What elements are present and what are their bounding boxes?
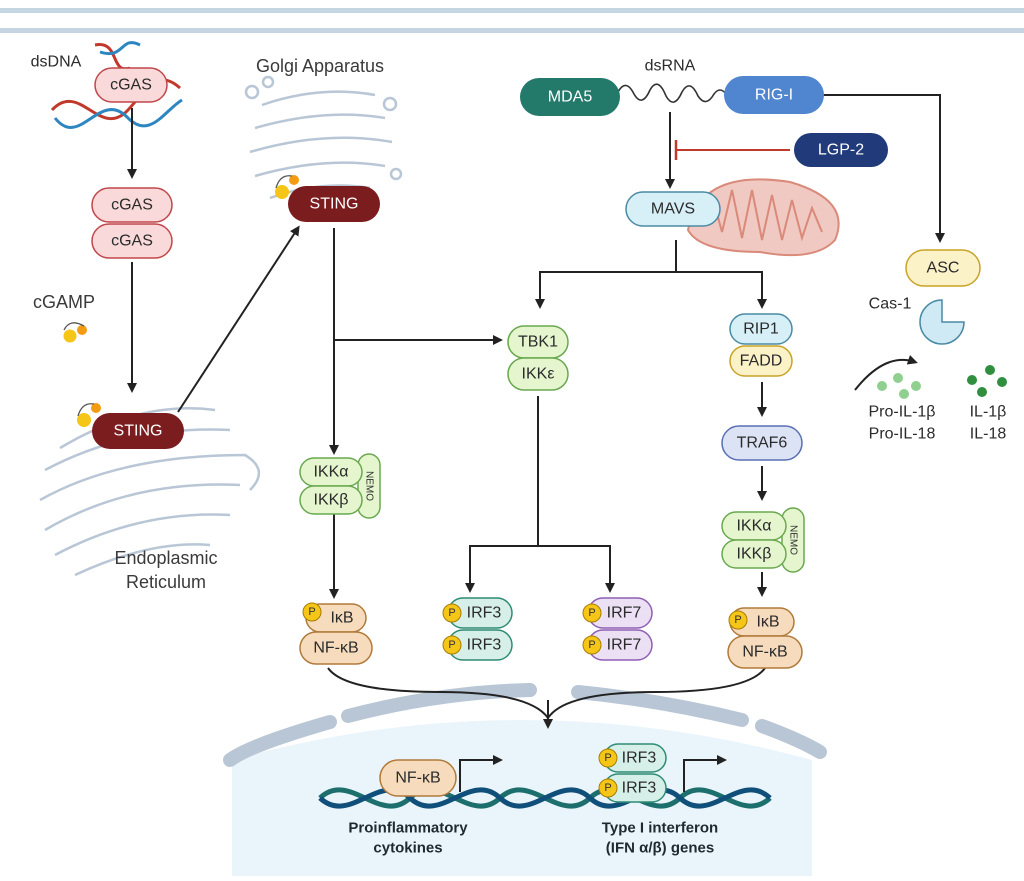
er-label-line2: Reticulum xyxy=(126,572,206,592)
cgas-dimer-node: cGAS cGAS xyxy=(91,187,173,259)
svg-text:STING: STING xyxy=(114,423,163,440)
svg-text:FADD: FADD xyxy=(740,353,783,370)
ikk-complex-right: NEMO IKKα IKKβ xyxy=(721,507,805,573)
ifn-genes-label-line1: Type I interferon xyxy=(602,820,718,837)
svg-text:IRF7: IRF7 xyxy=(607,637,642,654)
dsdna-label: dsDNA xyxy=(31,54,82,71)
svg-text:IRF3: IRF3 xyxy=(467,605,502,622)
svg-text:IRF7: IRF7 xyxy=(607,605,642,622)
mda5-node: MDA5 xyxy=(520,78,620,116)
mitochondrion xyxy=(686,178,840,257)
il18-label: IL-18 xyxy=(970,426,1007,443)
svg-text:IκB: IκB xyxy=(756,614,779,631)
nfkb-nucleus-node: NF-κB xyxy=(379,759,457,797)
svg-text:IKKα: IKKα xyxy=(313,464,348,481)
lgp2-node: LGP-2 xyxy=(794,133,888,167)
rig1-node: RIG-I xyxy=(724,76,824,114)
asc-node: ASC xyxy=(905,249,981,287)
svg-text:LGP-2: LGP-2 xyxy=(818,142,864,159)
cgas-node: cGAS xyxy=(94,67,168,103)
cgamp-label: cGAMP xyxy=(33,292,95,312)
svg-text:cGAS: cGAS xyxy=(111,233,153,250)
pro-il1b-label: Pro-IL-1β xyxy=(869,404,936,421)
svg-text:P: P xyxy=(588,607,595,619)
svg-text:P: P xyxy=(448,639,455,651)
cgamp-bound-golgi-icon xyxy=(275,175,299,199)
sting-golgi-node: STING xyxy=(288,186,380,222)
svg-text:RIP1: RIP1 xyxy=(743,321,779,338)
ikb-nfkb-right: IκB P NF-κB xyxy=(727,607,803,669)
svg-text:TBK1: TBK1 xyxy=(518,334,558,351)
svg-text:IRF3: IRF3 xyxy=(622,780,657,797)
svg-text:IKKα: IKKα xyxy=(736,518,771,535)
ifn-genes-label-line2: (IFN α/β) genes xyxy=(606,840,714,857)
dsrna-strand xyxy=(617,83,727,103)
il1b-label: IL-1β xyxy=(970,404,1007,421)
sting-er-node: STING xyxy=(92,413,184,449)
svg-text:P: P xyxy=(604,752,611,764)
svg-text:RIG-I: RIG-I xyxy=(755,87,793,104)
connectors xyxy=(127,94,945,792)
dsrna-label: dsRNA xyxy=(645,58,696,75)
svg-text:cGAS: cGAS xyxy=(111,197,153,214)
svg-text:cGAS: cGAS xyxy=(110,77,152,94)
proinflammatory-label-line1: Proinflammatory xyxy=(348,820,468,837)
svg-text:P: P xyxy=(448,607,455,619)
golgi-apparatus xyxy=(244,75,403,200)
svg-text:STING: STING xyxy=(310,196,359,213)
svg-text:NF-κB: NF-κB xyxy=(313,640,358,657)
svg-text:MAVS: MAVS xyxy=(651,201,695,218)
svg-text:P: P xyxy=(588,639,595,651)
svg-text:NF-κB: NF-κB xyxy=(395,770,440,787)
svg-text:P: P xyxy=(734,614,741,626)
nucleus xyxy=(223,683,827,876)
svg-text:NEMO: NEMO xyxy=(788,525,799,555)
ikk-complex-left: NEMO IKKα IKKβ xyxy=(299,453,381,519)
ikb-nfkb-left: IκB P NF-κB xyxy=(299,602,373,665)
svg-text:IKKβ: IKKβ xyxy=(737,546,772,563)
svg-text:ASC: ASC xyxy=(927,260,960,277)
svg-text:IKKβ: IKKβ xyxy=(314,492,349,509)
svg-text:P: P xyxy=(604,782,611,794)
cgamp-bound-er-icon xyxy=(77,403,101,427)
rip1-fadd-complex: RIP1 FADD xyxy=(729,313,793,377)
pro-il18-label: Pro-IL-18 xyxy=(869,426,936,443)
irf3-dimer: IRF3 P IRF3 P xyxy=(442,597,513,661)
traf6-node: TRAF6 xyxy=(721,425,803,461)
svg-text:IRF3: IRF3 xyxy=(467,637,502,654)
svg-text:NEMO: NEMO xyxy=(364,471,375,501)
svg-text:IRF3: IRF3 xyxy=(622,750,657,767)
caspase1-icon xyxy=(919,299,965,345)
mavs-node: MAVS xyxy=(625,191,721,227)
svg-text:IKKε: IKKε xyxy=(522,366,555,383)
cgamp-molecule-icon xyxy=(62,322,87,344)
pro-cytokine-dots xyxy=(877,373,921,399)
svg-text:IκB: IκB xyxy=(330,610,353,627)
mature-cytokine-dots xyxy=(967,365,1007,397)
svg-text:P: P xyxy=(308,606,315,618)
svg-text:TRAF6: TRAF6 xyxy=(737,435,788,452)
cas1-label: Cas-1 xyxy=(869,296,912,313)
er-label-line1: Endoplasmic xyxy=(114,548,217,568)
irf3-nucleus-dimer: IRF3 P IRF3 P xyxy=(598,743,667,803)
svg-text:NF-κB: NF-κB xyxy=(742,644,787,661)
header-border xyxy=(0,8,1024,33)
golgi-label: Golgi Apparatus xyxy=(256,56,384,76)
proinflammatory-label-line2: cytokines xyxy=(373,840,442,857)
irf7-dimer: IRF7 P IRF7 P xyxy=(582,597,653,661)
tbk1-ikke-complex: TBK1 IKKε xyxy=(507,325,569,391)
svg-text:MDA5: MDA5 xyxy=(548,89,593,106)
